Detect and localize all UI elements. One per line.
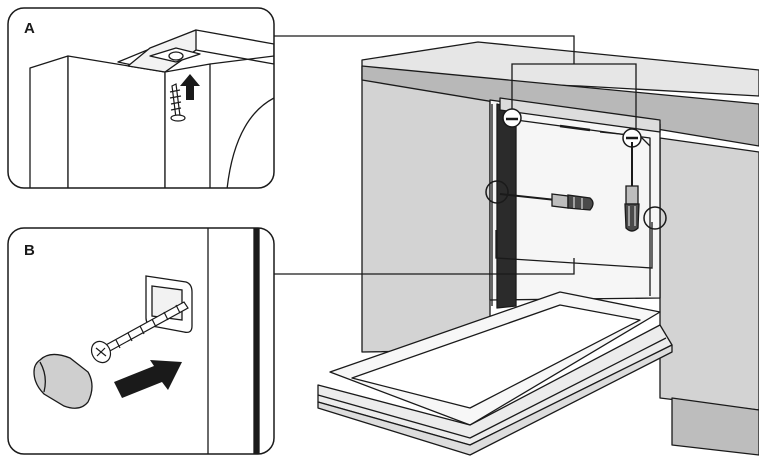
top-rail (499, 97, 661, 133)
door-inner-panel (351, 304, 641, 409)
right-cabinet (659, 137, 759, 411)
panel-a-label: A (24, 20, 35, 37)
arrow-up-icon (180, 74, 200, 100)
left-cabinet (361, 77, 491, 353)
callout-circles (485, 108, 667, 230)
screwdriver-icon (624, 142, 640, 232)
panel-a-frame (7, 7, 275, 189)
screw-icon (90, 301, 189, 364)
callout-circle-side-right (643, 206, 667, 230)
right-plinth (671, 397, 759, 456)
arrow-right-icon (114, 360, 182, 398)
door-side-strip (496, 103, 517, 309)
callout-circle-side-left (485, 180, 509, 204)
callout-bracket-a (274, 35, 637, 132)
main-scene (317, 41, 759, 456)
panel-a (7, 7, 275, 189)
screwdriver-icon (499, 193, 594, 211)
screw-cap-icon (33, 353, 93, 409)
callout-bracket-b (274, 222, 653, 275)
screw-icon (169, 83, 186, 122)
panel-b-label: B (24, 242, 35, 259)
door-base (317, 344, 673, 456)
panel-b-frame (7, 227, 275, 455)
panel-b (7, 227, 275, 455)
